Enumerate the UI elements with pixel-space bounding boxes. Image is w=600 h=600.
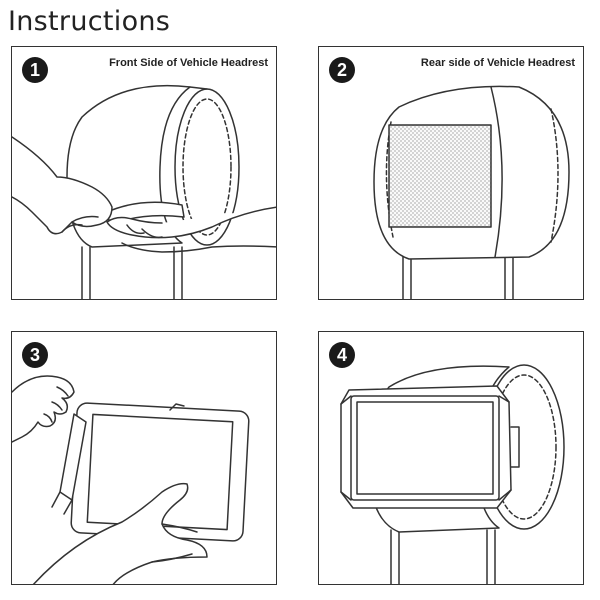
tablet-screen xyxy=(356,401,494,495)
step-2-illustration xyxy=(373,85,570,299)
step-2-number-badge: 2 xyxy=(329,57,355,83)
left-hand xyxy=(12,375,75,443)
left-arm xyxy=(12,136,113,235)
step-2-panel: 2 Rear side of Vehicle Headrest xyxy=(318,46,584,300)
headrest-post-right xyxy=(486,529,496,584)
step-3-panel: 3 xyxy=(11,331,277,585)
step-3-number-badge: 3 xyxy=(22,342,48,368)
page-title: Instructions xyxy=(8,6,171,37)
step-1-illustration xyxy=(12,84,276,299)
step-1-panel: 1 Front Side of Vehicle Headrest xyxy=(11,46,277,300)
mesh-panel xyxy=(388,124,492,228)
headrest-post-left xyxy=(402,251,412,299)
step-3-illustration xyxy=(12,375,250,584)
step-4-panel: 4 xyxy=(318,331,584,585)
headrest-post-right xyxy=(504,251,514,299)
step-1-number-badge: 1 xyxy=(22,57,48,83)
step-1-caption: Front Side of Vehicle Headrest xyxy=(109,57,268,69)
headrest-post-right xyxy=(173,246,183,299)
headrest-post-left xyxy=(390,529,400,584)
step-2-caption: Rear side of Vehicle Headrest xyxy=(420,57,575,69)
step-4-illustration xyxy=(340,364,565,584)
headrest-post-left xyxy=(81,246,91,299)
step-4-number-badge: 4 xyxy=(329,342,355,368)
right-arm xyxy=(106,206,276,239)
